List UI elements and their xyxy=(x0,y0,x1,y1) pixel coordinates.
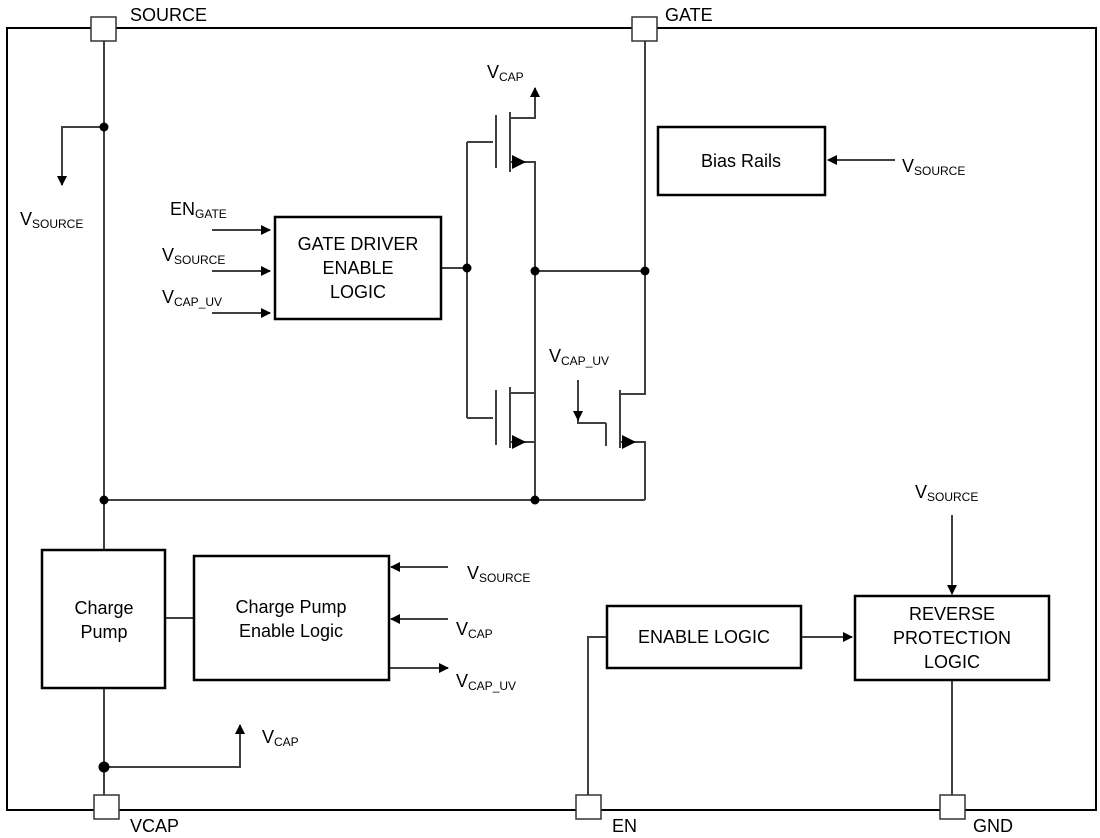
charge-pump-line-1: Charge xyxy=(74,598,133,618)
pin-source-label: SOURCE xyxy=(130,5,207,25)
gate-driver-line-2: ENABLE xyxy=(322,258,393,278)
bias-rails-label: Bias Rails xyxy=(701,151,781,171)
vsource-label-left: VSOURCE xyxy=(20,209,83,231)
pin-gnd: GND xyxy=(939,794,1013,836)
vsource-label-driver: VSOURCE xyxy=(162,245,225,267)
vcap-uv-label-driver: VCAP_UV xyxy=(162,287,222,309)
junction-dots xyxy=(98,122,650,773)
pin-gnd-label: GND xyxy=(973,816,1013,836)
vcap-label-bottom: VCAP xyxy=(262,727,299,749)
reverse-protection-line-2: PROTECTION xyxy=(893,628,1011,648)
gate-driver-enable-logic-block: GATE DRIVER ENABLE LOGIC xyxy=(273,215,443,321)
vcap-label-cp: VCAP xyxy=(456,619,493,641)
vcap-uv-label-transistor: VCAP_UV xyxy=(549,346,609,368)
signal-labels: VSOURCE ENGATE VSOURCE VCAP_UV VCAP VSOU… xyxy=(20,62,978,749)
cp-enable-line-2: Enable Logic xyxy=(239,621,343,641)
pin-gate-label: GATE xyxy=(665,5,713,25)
bias-rails-block: Bias Rails xyxy=(656,125,827,197)
charge-pump-line-2: Pump xyxy=(80,622,127,642)
pin-en: EN xyxy=(575,794,637,836)
vsource-label-reverse: VSOURCE xyxy=(915,482,978,504)
reverse-protection-line-1: REVERSE xyxy=(909,604,995,624)
cp-enable-line-1: Charge Pump xyxy=(235,597,346,617)
pin-source: SOURCE xyxy=(90,5,207,42)
pin-gate: GATE xyxy=(631,5,713,42)
wires xyxy=(57,38,957,795)
vsource-label-bias: VSOURCE xyxy=(902,156,965,178)
gate-driver-line-3: LOGIC xyxy=(330,282,386,302)
vsource-label-cp: VSOURCE xyxy=(467,563,530,585)
reverse-protection-logic-block: REVERSE PROTECTION LOGIC xyxy=(853,594,1051,682)
pin-en-label: EN xyxy=(612,816,637,836)
ic-boundary xyxy=(6,27,1097,811)
vcap-label-top: VCAP xyxy=(487,62,524,84)
charge-pump-block: Charge Pump xyxy=(40,548,167,690)
charge-pump-enable-logic-block: Charge Pump Enable Logic xyxy=(192,554,391,682)
pin-vcap: VCAP xyxy=(93,794,179,836)
enable-logic-block: ENABLE LOGIC xyxy=(605,604,803,670)
transistor-arrows xyxy=(512,155,636,449)
vcap-uv-label-cp: VCAP_UV xyxy=(456,671,516,693)
enable-logic-label: ENABLE LOGIC xyxy=(638,627,770,647)
en-gate-label: ENGATE xyxy=(170,199,227,221)
gate-driver-line-1: GATE DRIVER xyxy=(298,234,419,254)
pin-vcap-label: VCAP xyxy=(130,816,179,836)
reverse-protection-line-3: LOGIC xyxy=(924,652,980,672)
